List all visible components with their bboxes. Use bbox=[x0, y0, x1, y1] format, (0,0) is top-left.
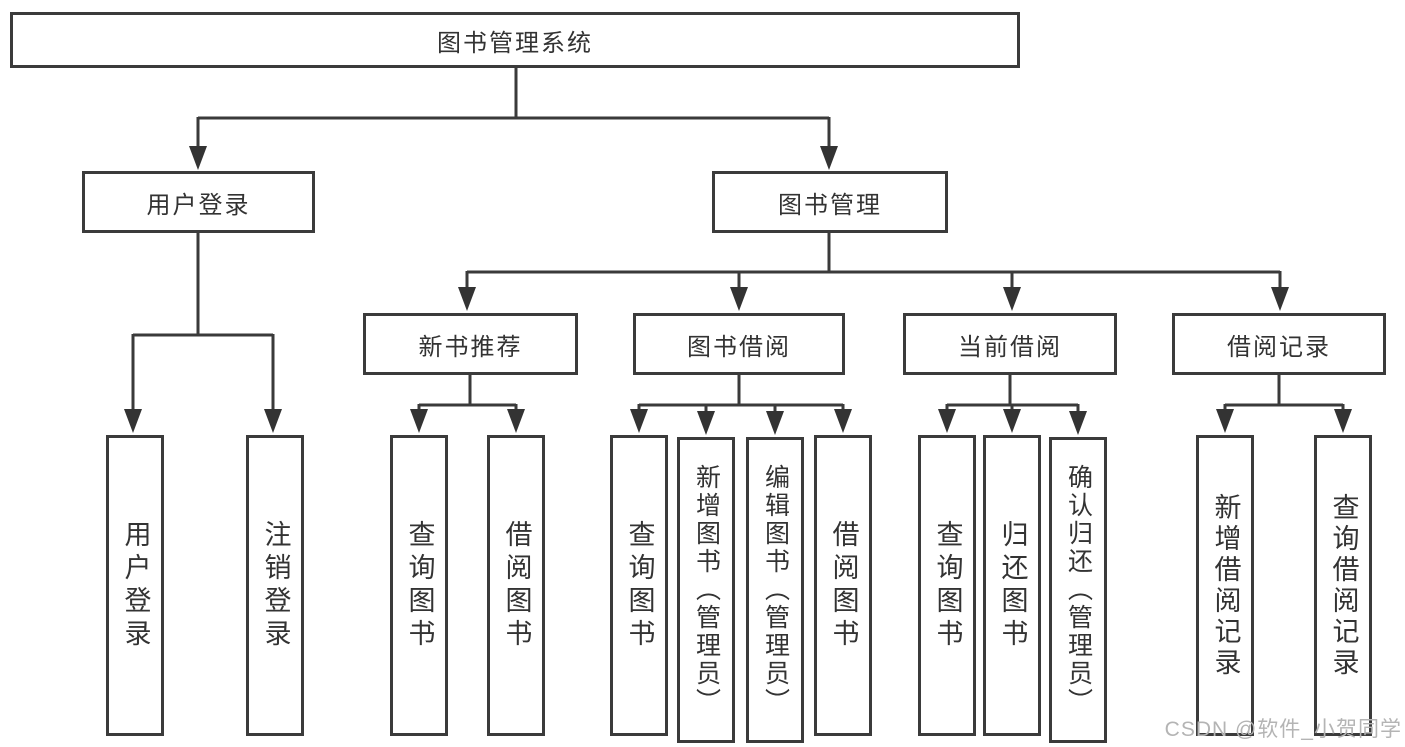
leaf-confirm-return-admin-label: 确认归还（管理员） bbox=[1064, 464, 1093, 716]
node-current-borrow-label: 当前借阅 bbox=[958, 333, 1062, 361]
leaf-borrow-books-recommend-label: 借阅图书 bbox=[501, 519, 532, 652]
leaf-query-books-borrow: 查询图书 bbox=[610, 435, 668, 736]
node-borrow-records: 借阅记录 bbox=[1172, 313, 1386, 375]
leaf-query-books-current-label: 查询图书 bbox=[932, 519, 963, 652]
leaf-add-borrow-record: 新增借阅记录 bbox=[1196, 435, 1254, 736]
leaf-query-books-recommend: 查询图书 bbox=[390, 435, 448, 736]
node-book-borrow: 图书借阅 bbox=[633, 313, 845, 375]
leaf-borrow-books: 借阅图书 bbox=[814, 435, 872, 736]
leaf-user-login-label: 用户登录 bbox=[120, 519, 151, 652]
leaf-confirm-return-admin: 确认归还（管理员） bbox=[1049, 437, 1107, 743]
leaf-return-books: 归还图书 bbox=[983, 435, 1041, 736]
node-borrow-records-label: 借阅记录 bbox=[1227, 333, 1331, 361]
node-root-label: 图书管理系统 bbox=[437, 29, 593, 57]
leaf-query-borrow-record: 查询借阅记录 bbox=[1314, 435, 1372, 736]
leaf-logout-label: 注销登录 bbox=[260, 519, 291, 652]
leaf-query-books-borrow-label: 查询图书 bbox=[624, 519, 655, 652]
node-book-management-label: 图书管理 bbox=[778, 191, 882, 219]
node-book-management: 图书管理 bbox=[712, 171, 948, 233]
leaf-user-login: 用户登录 bbox=[106, 435, 164, 736]
node-book-borrow-label: 图书借阅 bbox=[687, 333, 791, 361]
leaf-query-books-recommend-label: 查询图书 bbox=[404, 519, 435, 652]
leaf-edit-book-admin: 编辑图书（管理员） bbox=[746, 437, 804, 743]
leaf-borrow-books-recommend: 借阅图书 bbox=[487, 435, 545, 736]
leaf-add-borrow-record-label: 新增借阅记录 bbox=[1210, 492, 1241, 679]
leaf-logout: 注销登录 bbox=[246, 435, 304, 736]
leaf-query-books-current: 查询图书 bbox=[918, 435, 976, 736]
node-new-book-recommend-label: 新书推荐 bbox=[418, 333, 523, 361]
node-new-book-recommend: 新书推荐 bbox=[363, 313, 578, 375]
csdn-watermark: CSDN @软件_小贺同学 bbox=[1164, 718, 1402, 741]
leaf-return-books-label: 归还图书 bbox=[997, 519, 1028, 652]
leaf-borrow-books-label: 借阅图书 bbox=[828, 519, 859, 652]
node-root: 图书管理系统 bbox=[10, 12, 1020, 68]
node-current-borrow: 当前借阅 bbox=[903, 313, 1117, 375]
leaf-edit-book-admin-label: 编辑图书（管理员） bbox=[761, 464, 790, 716]
leaf-add-book-admin: 新增图书（管理员） bbox=[677, 437, 735, 743]
leaf-add-book-admin-label: 新增图书（管理员） bbox=[692, 464, 721, 716]
node-user-login: 用户登录 bbox=[82, 171, 315, 233]
node-user-login-label: 用户登录 bbox=[146, 191, 251, 219]
arrowhead-icons bbox=[124, 146, 1352, 435]
leaf-query-borrow-record-label: 查询借阅记录 bbox=[1328, 492, 1359, 679]
